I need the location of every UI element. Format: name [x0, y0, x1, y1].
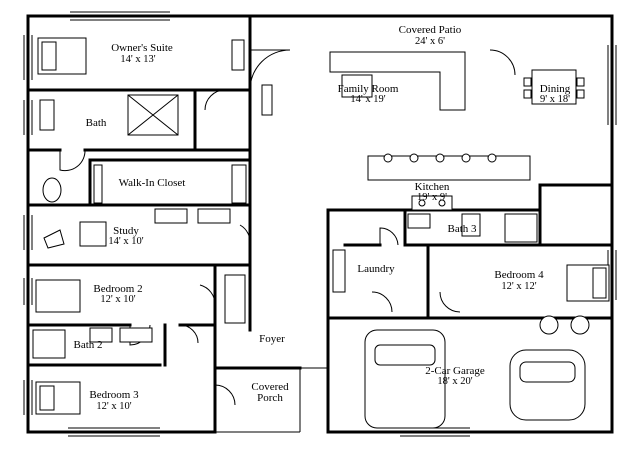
kitchen-dims: 19' x 9' — [417, 192, 447, 203]
garage-dims: 18' x 20' — [437, 376, 472, 387]
bath-2-name: Bath 2 — [73, 339, 102, 351]
kitchen-name: Kitchen — [415, 181, 450, 193]
garage-name: 2-Car Garage — [425, 365, 485, 377]
laundry-name: Laundry — [357, 263, 395, 275]
room-labels: Owner's Suite 14' x 13' Covered Patio 24… — [73, 24, 570, 412]
family-room-dims: 14' x 19' — [350, 94, 385, 105]
family-room-name: Family Room — [338, 83, 399, 95]
dining-name: Dining — [540, 83, 571, 95]
bath-name: Bath — [86, 117, 107, 129]
covered-porch-name-line2: Porch — [257, 392, 283, 404]
owners-suite-name: Owner's Suite — [111, 42, 173, 54]
covered-patio-dims: 24' x 6' — [415, 36, 445, 47]
bedroom-3-name: Bedroom 3 — [89, 389, 139, 401]
furniture — [32, 37, 610, 429]
dining-dims: 9' x 18' — [540, 94, 570, 105]
walk-in-closet-name: Walk-In Closet — [119, 177, 186, 189]
bedroom-4-dims: 12' x 12' — [501, 281, 536, 292]
covered-porch-name-line1: Covered — [251, 381, 289, 393]
bedroom-4-name: Bedroom 4 — [494, 269, 544, 281]
bedroom-2-name: Bedroom 2 — [93, 283, 142, 295]
study-dims: 14' x 10' — [108, 236, 143, 247]
covered-patio-name: Covered Patio — [399, 24, 462, 36]
foyer-name: Foyer — [259, 333, 285, 345]
interior-walls — [26, 48, 614, 434]
doors — [59, 49, 516, 406]
exterior-walls — [26, 14, 614, 434]
bedroom-3-dims: 12' x 10' — [96, 401, 131, 412]
bedroom-2-dims: 12' x 10' — [100, 294, 135, 305]
study-name: Study — [113, 225, 139, 237]
owners-suite-dims: 14' x 13' — [120, 54, 155, 65]
bath-3-name: Bath 3 — [447, 223, 477, 235]
